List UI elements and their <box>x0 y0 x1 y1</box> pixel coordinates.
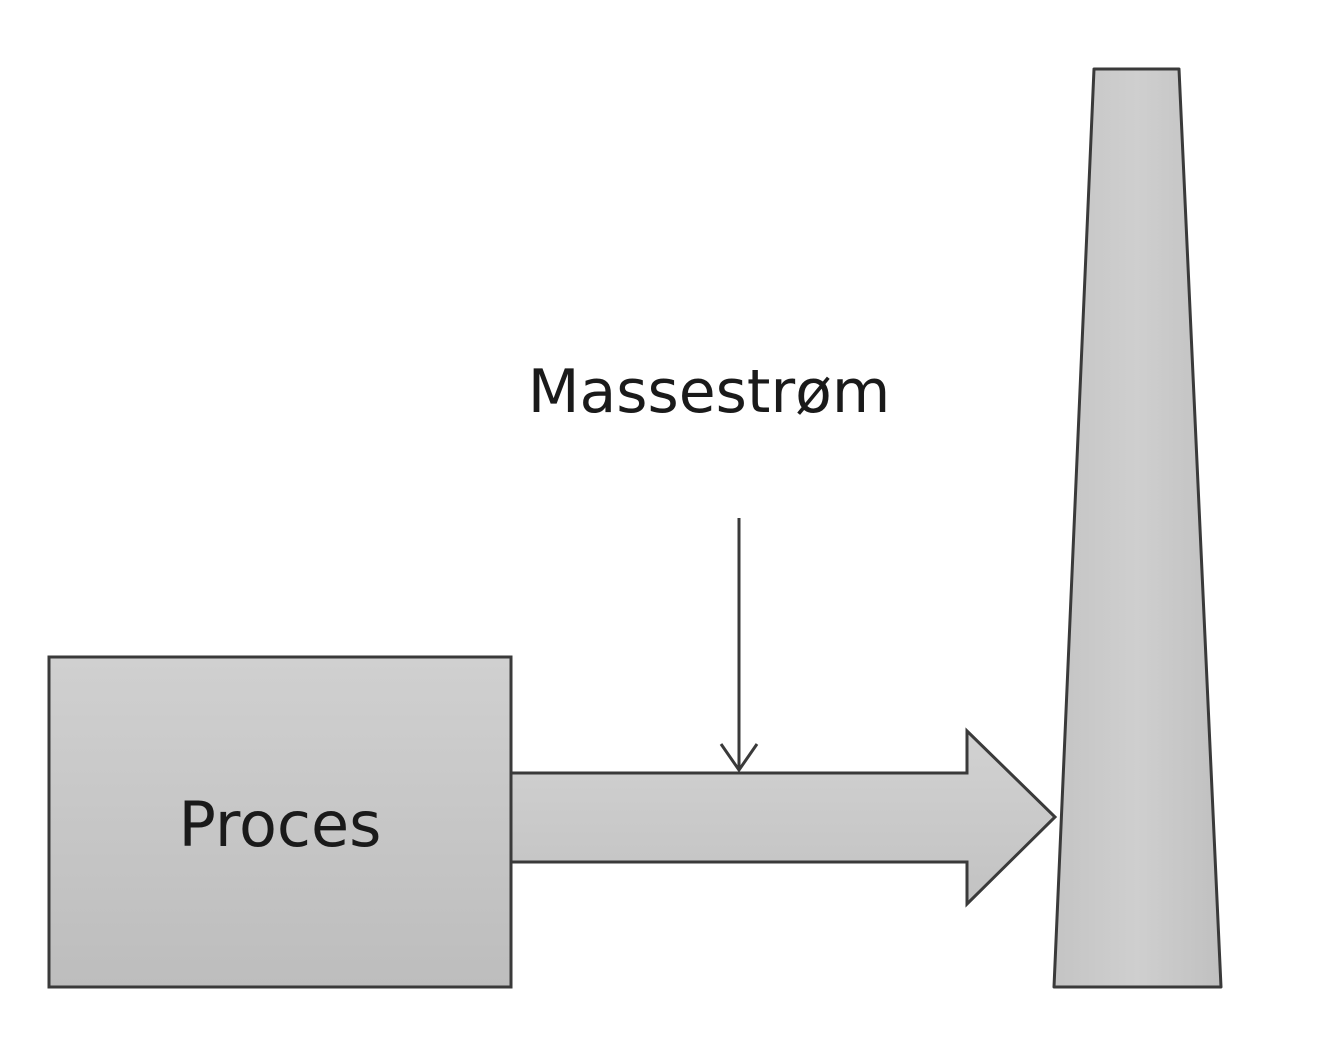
mass-flow-arrow <box>509 727 1058 908</box>
chimney-stack <box>1052 67 1223 989</box>
process-box: Proces <box>47 655 513 989</box>
mass-flow-label: Massestrøm <box>528 357 891 427</box>
process-box-shape <box>47 655 513 989</box>
flow-pointer-arrow <box>719 518 759 773</box>
process-label: Proces <box>179 788 382 861</box>
